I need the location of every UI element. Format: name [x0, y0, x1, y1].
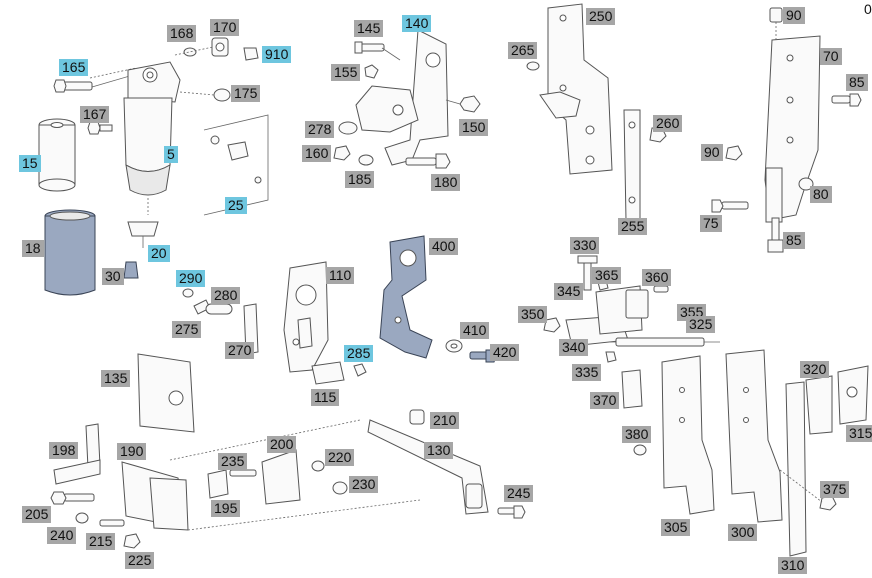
- corner-mark: 0: [864, 1, 872, 17]
- callout-label-380: 380: [622, 426, 652, 443]
- callout-label-350: 350: [518, 306, 548, 323]
- callout-label-160: 160: [302, 145, 332, 162]
- callout-label-285: 285: [344, 345, 374, 362]
- callout-label-175: 175: [231, 85, 261, 102]
- callout-label-150: 150: [459, 119, 489, 136]
- callout-label-245: 245: [504, 485, 534, 502]
- callout-label-168: 168: [167, 25, 197, 42]
- callout-label-18: 18: [22, 240, 44, 257]
- callout-label-167: 167: [80, 106, 110, 123]
- callout-label-25: 25: [225, 197, 247, 214]
- callout-label-135: 135: [101, 370, 131, 387]
- callout-label-5: 5: [164, 146, 178, 163]
- callout-label-315: 315: [846, 425, 872, 442]
- callout-label-300: 300: [728, 524, 758, 541]
- callout-label-280: 280: [211, 287, 241, 304]
- callout-label-305: 305: [661, 519, 691, 536]
- callout-label-140: 140: [402, 15, 432, 32]
- callout-label-240: 240: [47, 527, 77, 544]
- plates-group: [633, 349, 869, 557]
- callout-label-70: 70: [820, 48, 842, 65]
- callout-label-235: 235: [218, 453, 248, 470]
- callout-label-90: 90: [783, 7, 805, 24]
- callout-label-340: 340: [559, 339, 589, 356]
- callout-label-370: 370: [590, 392, 620, 409]
- callout-label-320: 320: [800, 361, 830, 378]
- callout-label-270: 270: [225, 342, 255, 359]
- callout-label-195: 195: [211, 500, 241, 517]
- bracket-110-group: [182, 261, 367, 385]
- callout-label-75: 75: [700, 215, 722, 232]
- callout-label-205: 205: [22, 506, 52, 523]
- callout-label-290: 290: [176, 270, 206, 287]
- callout-label-85: 85: [846, 74, 868, 91]
- callout-label-170: 170: [210, 19, 240, 36]
- callout-label-265: 265: [508, 42, 538, 59]
- callout-label-250: 250: [586, 8, 616, 25]
- callout-label-85: 85: [783, 232, 805, 249]
- callout-label-278: 278: [305, 121, 335, 138]
- callout-label-325: 325: [686, 316, 716, 333]
- callout-label-180: 180: [431, 174, 461, 191]
- callout-label-215: 215: [86, 533, 116, 550]
- callout-label-225: 225: [125, 552, 155, 569]
- callout-label-400: 400: [429, 238, 459, 255]
- callout-label-30: 30: [102, 268, 124, 285]
- callout-label-230: 230: [349, 476, 379, 493]
- bracket-340-group: [543, 255, 720, 409]
- callout-label-198: 198: [49, 442, 79, 459]
- callout-label-185: 185: [345, 171, 375, 188]
- callout-label-210: 210: [430, 412, 460, 429]
- callout-label-155: 155: [331, 64, 361, 81]
- callout-label-80: 80: [810, 186, 832, 203]
- callout-label-20: 20: [148, 245, 170, 262]
- callout-label-165: 165: [59, 59, 89, 76]
- callout-label-15: 15: [19, 155, 41, 172]
- callout-label-330: 330: [570, 237, 600, 254]
- callout-label-910: 910: [262, 46, 292, 63]
- callout-label-275: 275: [172, 321, 202, 338]
- callout-label-115: 115: [311, 389, 340, 406]
- callout-label-360: 360: [642, 269, 672, 286]
- bottom-left-group: [50, 353, 526, 549]
- callout-label-110: 110: [326, 267, 355, 284]
- bracket-250-group: [526, 3, 667, 221]
- callout-label-310: 310: [778, 557, 808, 574]
- callout-label-200: 200: [267, 436, 297, 453]
- bracket-70-group: [711, 7, 862, 253]
- callout-label-255: 255: [618, 218, 648, 235]
- callout-label-90: 90: [701, 144, 723, 161]
- callout-label-375: 375: [820, 481, 850, 498]
- fuel-filter-group: [38, 37, 269, 296]
- callout-label-365: 365: [592, 267, 622, 284]
- callout-label-345: 345: [554, 283, 584, 300]
- bracket-140-group: [333, 29, 481, 169]
- callout-label-410: 410: [460, 322, 490, 339]
- callout-label-145: 145: [354, 20, 384, 37]
- callout-label-420: 420: [490, 344, 520, 361]
- callout-label-335: 335: [572, 364, 602, 381]
- callout-label-190: 190: [117, 443, 147, 460]
- callout-label-260: 260: [653, 115, 683, 132]
- callout-label-130: 130: [424, 442, 454, 459]
- callout-label-220: 220: [325, 449, 355, 466]
